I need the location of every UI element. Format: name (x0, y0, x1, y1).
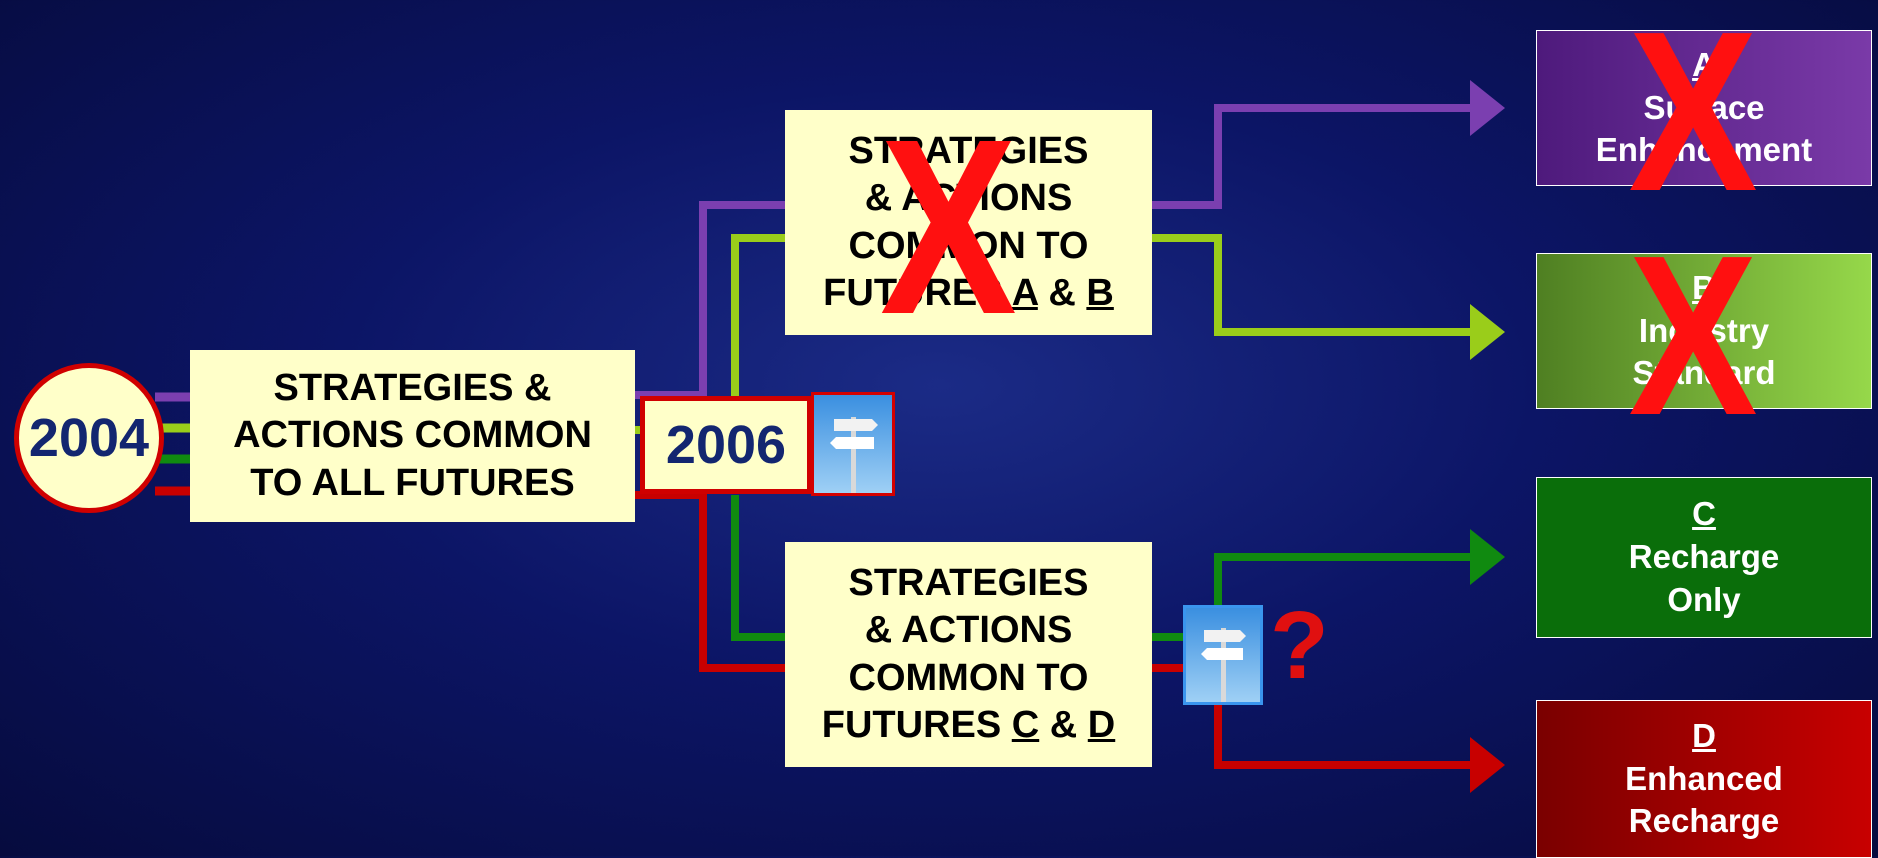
light-green-arrowhead (1470, 304, 1505, 360)
red-path (635, 491, 785, 672)
future-b-letter: B (1692, 268, 1716, 306)
future-b-box: B Industry Standard (1536, 253, 1872, 409)
common-ab-prefix: FUTURES (823, 271, 1012, 314)
common-ab-line-3: COMMON TO (848, 224, 1089, 267)
future-d-box: D Enhanced Recharge (1536, 700, 1872, 858)
future-a-name-2: Enhancement (1595, 131, 1813, 169)
common-ab-joiner: & (1037, 271, 1087, 314)
common-cd-line-2: & ACTIONS (864, 609, 1073, 652)
common-all-line-3: TO ALL FUTURES (250, 461, 575, 504)
common-cd-letter-c: C (1011, 703, 1040, 746)
common-cd-joiner: & (1039, 703, 1088, 746)
start-year-label: 2004 (28, 408, 150, 468)
dark-green-arrowhead (1470, 529, 1505, 585)
decision-year-label: 2006 (665, 415, 787, 475)
common-ab-letter-a: A (1011, 271, 1038, 314)
future-d-letter: D (1692, 716, 1716, 754)
purple-arrowhead (1470, 80, 1505, 136)
common-ab-box: STRATEGIES & ACTIONS COMMON TO FUTURES A… (785, 110, 1152, 335)
common-all-line-1: STRATEGIES & (273, 367, 552, 410)
future-c-letter: C (1692, 495, 1716, 533)
common-cd-line-4: FUTURES C & D (822, 702, 1115, 749)
future-c-name-2: Only (1667, 580, 1741, 618)
future-d-name-2: Recharge (1628, 802, 1780, 840)
signpost-icon (1183, 605, 1263, 705)
future-a-letter: A (1692, 45, 1716, 83)
future-b-name-2: Standard (1632, 354, 1776, 392)
common-all-box: STRATEGIES & ACTIONS COMMON TO ALL FUTUR… (190, 350, 635, 522)
decision-year-box: 2006 (640, 396, 812, 494)
purple-path (635, 201, 785, 399)
question-mark: ? (1270, 592, 1329, 699)
common-ab-line-2: & ACTIONS (864, 177, 1073, 220)
common-cd-line-1: STRATEGIES (848, 562, 1089, 605)
future-c-box: C Recharge Only (1536, 477, 1872, 638)
common-cd-box: STRATEGIES & ACTIONS COMMON TO FUTURES C… (785, 542, 1152, 767)
future-b-name-1: Industry (1638, 311, 1770, 349)
common-cd-line-3: COMMON TO (848, 656, 1089, 699)
common-all-line-2: ACTIONS COMMON (233, 414, 592, 457)
future-d-name-1: Enhanced (1625, 759, 1783, 797)
red-arrowhead (1470, 737, 1505, 793)
common-cd-letter-d: D (1087, 703, 1116, 746)
future-a-name-1: Surface (1643, 88, 1765, 126)
common-ab-line-4: FUTURES A & B (823, 270, 1114, 317)
common-ab-line-1: STRATEGIES (848, 130, 1089, 173)
signpost-icon (811, 392, 895, 496)
purple-path-out (1152, 104, 1475, 209)
common-cd-prefix: FUTURES (821, 703, 1012, 746)
common-ab-letter-b: B (1086, 271, 1114, 314)
light-green-path-out (1152, 234, 1475, 336)
dark-green-path (731, 495, 785, 641)
future-a-box: A Surface Enhancement (1536, 30, 1872, 186)
future-c-name-1: Recharge (1628, 538, 1780, 576)
start-year-circle: 2004 (14, 363, 164, 513)
